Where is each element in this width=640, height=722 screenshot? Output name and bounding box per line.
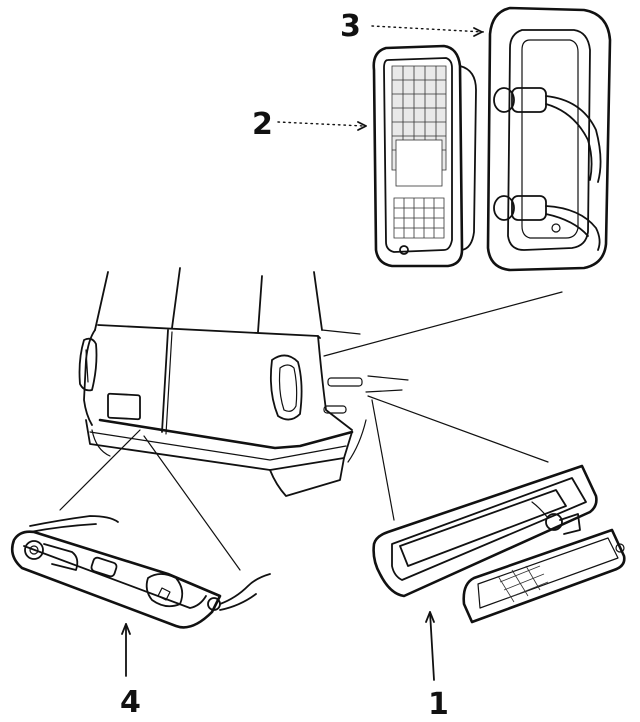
lamp-housing [486,6,612,272]
callout-2: 2 [252,107,273,142]
side-marker-assembly [372,464,626,624]
license-lamp-assembly [10,515,271,629]
callout-1: 1 [428,687,449,722]
callout-3: 3 [340,9,361,44]
callout-4: 4 [120,685,141,720]
tail-lamp-lens [372,44,477,268]
van-rear-body [78,267,409,497]
leader-lines [59,25,563,681]
